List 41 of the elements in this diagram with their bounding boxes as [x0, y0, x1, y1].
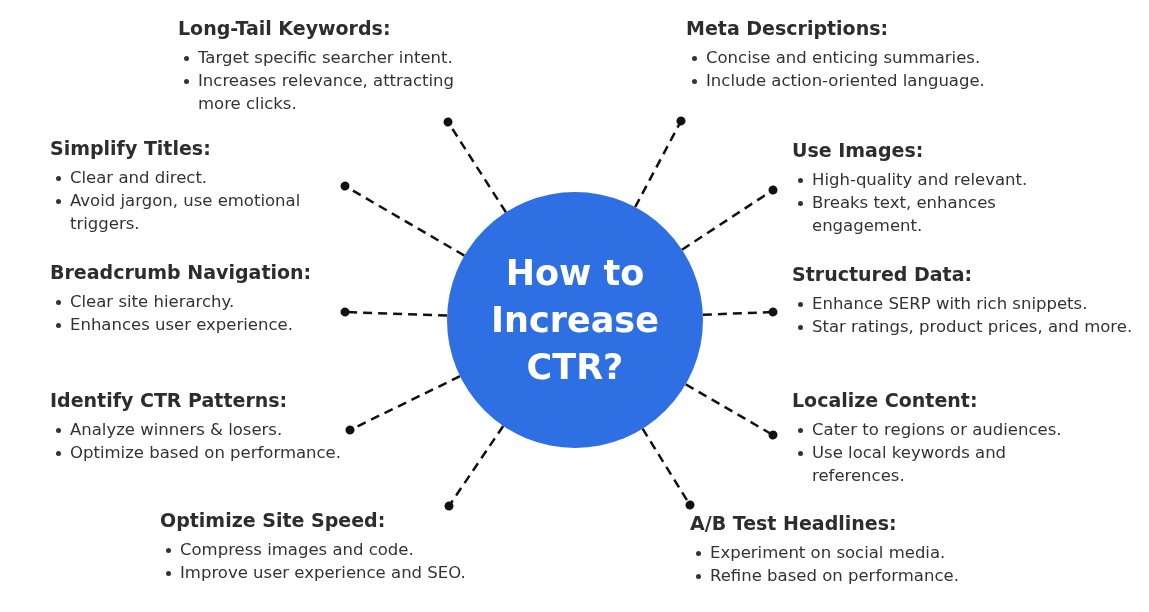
dotted-connector — [340, 307, 448, 317]
dotted-connector — [634, 116, 686, 208]
bullet-text: Compress images and code. — [180, 540, 414, 559]
bullet-text: Include action-oriented language. — [706, 71, 985, 90]
dotted-connector — [685, 383, 778, 440]
dotted-connector — [340, 181, 466, 257]
heading: Simplify Titles: — [50, 136, 212, 160]
hub-title: How to Increase CTR? — [490, 251, 660, 389]
bullet-text: Analyze winners & losers. — [70, 420, 283, 439]
heading: Meta Descriptions: — [686, 16, 890, 40]
bullet-text: Breaks text, enhances engagement. — [812, 193, 996, 235]
heading: Breadcrumb Navigation: — [50, 260, 313, 284]
dotted-connector — [702, 307, 778, 317]
dotted-connector — [641, 428, 695, 510]
bullet-text: Clear site hierarchy. — [70, 292, 235, 311]
bullet-text: Enhances user experience. — [70, 315, 293, 334]
bullet-text: Increases relevance, attracting more clicks. — [198, 71, 455, 113]
bullet-text: High-quality and relevant. — [812, 170, 1028, 189]
heading: Optimize Site Speed: — [160, 508, 387, 532]
bullet-text: Optimize based on performance. — [70, 443, 341, 462]
bullet-text: Improve user experience and SEO. — [180, 563, 466, 582]
dotted-connector — [345, 375, 461, 435]
dotted-connector — [443, 117, 507, 213]
bullet-text: Cater to regions or audiences. — [812, 420, 1062, 439]
heading: Localize Content: — [792, 388, 979, 412]
heading: Structured Data: — [792, 262, 974, 286]
bullet-text: Enhance SERP with rich snippets. — [812, 294, 1088, 313]
heading: A/B Test Headlines: — [690, 511, 898, 535]
bullet-text: Star ratings, product prices, and more. — [812, 317, 1133, 336]
bullet-text: Target specific searcher intent. — [198, 48, 453, 67]
bullet-text: Concise and enticing summaries. — [706, 48, 981, 67]
dotted-connector — [681, 185, 778, 251]
bullet-text: Avoid jargon, use emotional triggers. — [70, 191, 301, 233]
heading: Identify CTR Patterns: — [50, 388, 289, 412]
bullet-text: Clear and direct. — [70, 168, 208, 187]
heading: Long-Tail Keywords: — [178, 16, 392, 40]
bullet-text: Refine based on performance. — [710, 566, 959, 585]
dotted-connector — [444, 425, 505, 511]
heading: Use Images: — [792, 138, 925, 162]
bullet-text: Experiment on social media. — [710, 543, 946, 562]
bullet-text: Use local keywords and references. — [812, 443, 1007, 485]
